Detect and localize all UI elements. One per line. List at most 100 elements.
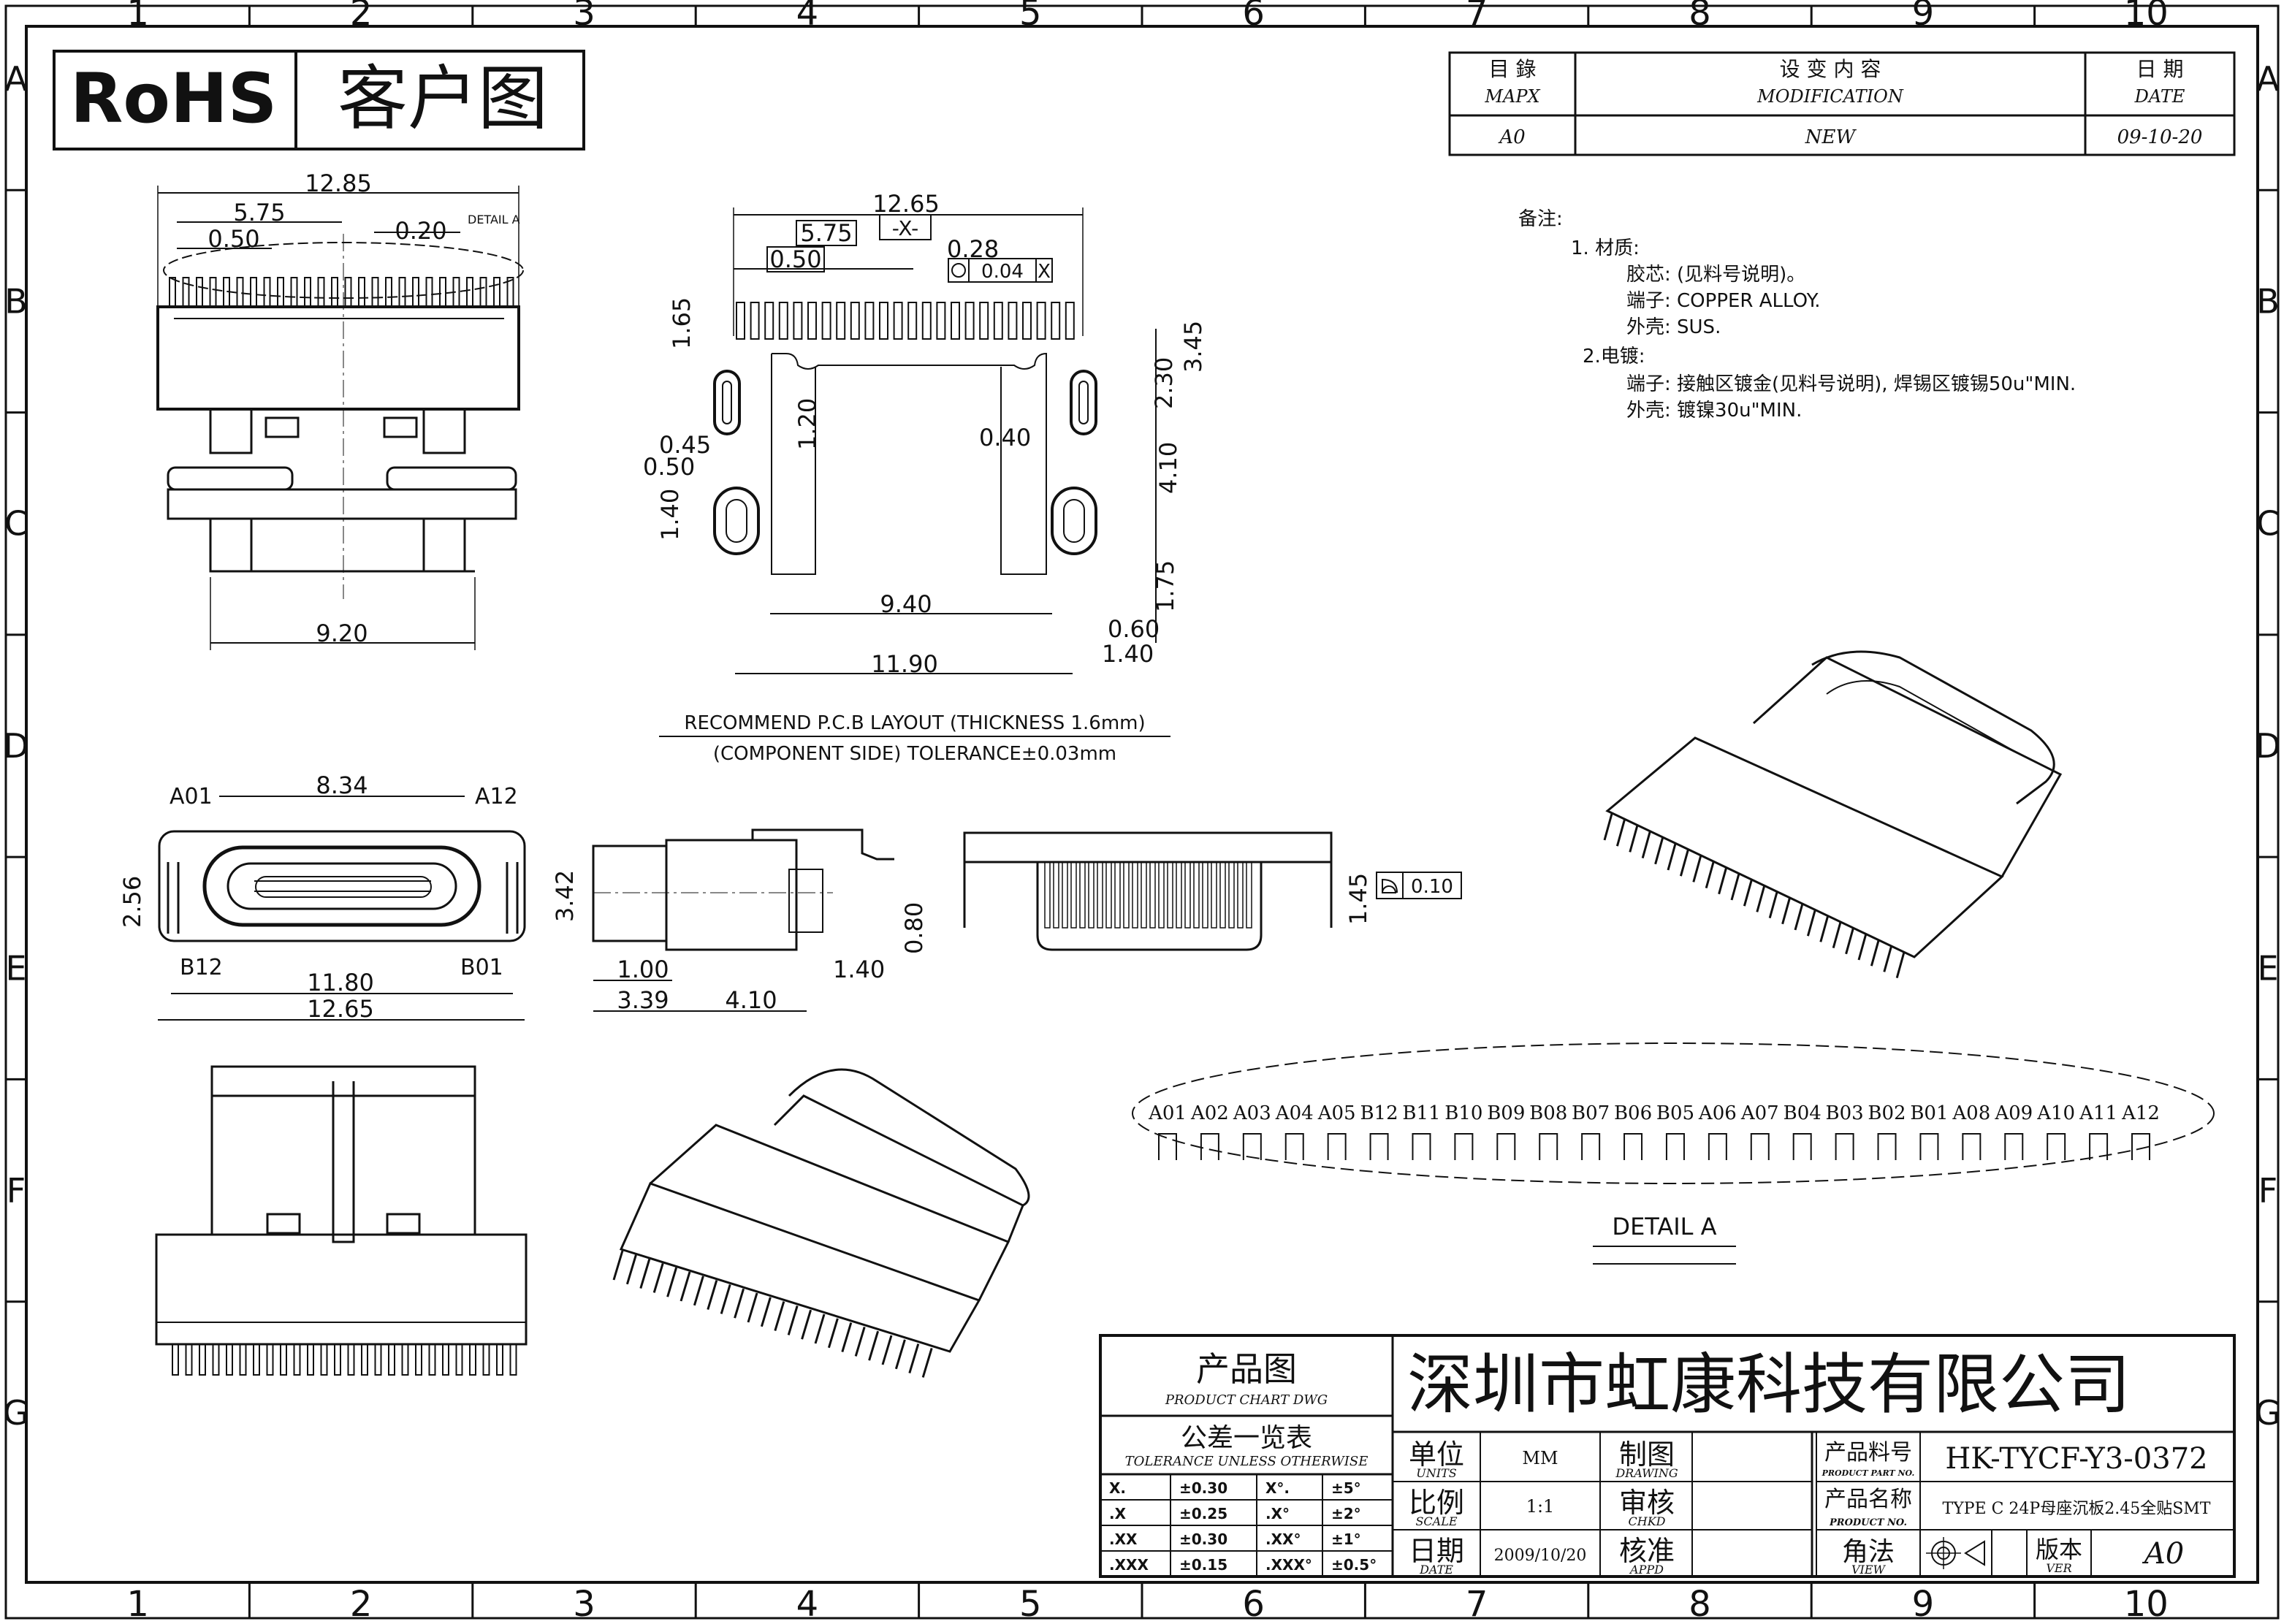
tolerance-cell: ±1° — [1331, 1530, 1361, 1548]
part-no-value: HK-TYCF-Y3-0372 — [1945, 1442, 2207, 1476]
iso-pin — [612, 1250, 624, 1281]
rear-pin — [1062, 861, 1068, 929]
detail-pin-label: B05 — [1656, 1102, 1694, 1124]
iso-pin — [1603, 813, 1613, 841]
dim-3-42: 3.42 — [551, 870, 579, 922]
side-view: 3.42 0.80 1.00 1.40 3.39 4.10 — [551, 828, 928, 1014]
tolerance-cell: .XXX° — [1265, 1556, 1312, 1574]
zone-row-label-right: B — [2256, 281, 2280, 321]
gtol-datum: X — [1038, 261, 1051, 283]
appd-en: APPD — [1629, 1563, 1664, 1577]
detail-pin-outline — [1919, 1133, 1939, 1160]
mapx-header-en: MAPX — [1484, 86, 1540, 107]
dim-5-75: 5.75 — [233, 199, 285, 226]
connector-pin — [253, 1343, 260, 1376]
pcb-outline — [771, 352, 1047, 575]
iso-pin — [1692, 855, 1702, 882]
dim-12-65: 12.65 — [872, 190, 940, 218]
dim-2-30: 2.30 — [1150, 357, 1178, 409]
rear-pin — [1044, 861, 1051, 929]
rear-pin — [1114, 861, 1121, 929]
zone-row-label-right: G — [2255, 1393, 2281, 1433]
smt-pad — [1008, 302, 1018, 340]
note-line-5: 2.电镀: — [1583, 346, 1645, 367]
zone-column-label-top: 8 — [1689, 0, 1711, 34]
connector-pin — [509, 1343, 517, 1376]
iso-pin — [1654, 837, 1664, 865]
rear-pin — [1053, 861, 1059, 929]
iso-pin — [921, 1347, 933, 1378]
iso-pin — [1730, 873, 1740, 901]
detail-pin-outline — [1242, 1133, 1262, 1160]
iso-pin — [1895, 951, 1906, 979]
tolerance-cell: ±5° — [1331, 1479, 1361, 1497]
zone-column-label-bottom: 3 — [573, 1584, 595, 1624]
dim-4-10: 4.10 — [1154, 442, 1182, 494]
note-line-7: 外壳: 镀镍30u"MIN. — [1626, 400, 1802, 422]
rear-view: 1.45 0.10 — [963, 831, 1462, 951]
detail-pin-outline — [1581, 1133, 1601, 1160]
rear-pin — [1088, 861, 1095, 929]
iso-pin — [868, 1330, 880, 1361]
product-name-value: TYPE C 24P母座沉板2.45全贴SMT — [1943, 1500, 2211, 1518]
connector-pin — [307, 1343, 314, 1376]
smt-pad — [936, 302, 946, 340]
tolerance-cell: .X° — [1265, 1505, 1290, 1522]
smt-pad — [850, 302, 860, 340]
tolerance-cn: 公差一览表 — [1181, 1423, 1312, 1453]
iso-pin — [693, 1276, 704, 1306]
rear-view-pins — [1044, 861, 1252, 929]
mapx-value: A0 — [1498, 126, 1525, 148]
connector-pin — [334, 1343, 341, 1376]
zone-row-label-left: G — [3, 1393, 29, 1433]
rear-pin — [1158, 861, 1165, 929]
detail-pin-outline — [1877, 1133, 1897, 1160]
dim-4-10: 4.10 — [725, 986, 777, 1014]
dim-1-40: 1.40 — [656, 489, 684, 541]
title-block: 产品图 PRODUCT CHART DWG 公差一览表 TOLERANCE UN… — [1099, 1334, 2236, 1578]
scale-en: SCALE — [1415, 1514, 1457, 1528]
dim-0-60: 0.60 — [1108, 615, 1160, 643]
smt-pad — [793, 302, 803, 340]
detail-pin-label: B09 — [1487, 1102, 1525, 1124]
rear-pin — [1193, 861, 1200, 929]
smt-pad — [951, 302, 960, 340]
rear-pin — [1070, 861, 1077, 929]
date-header-cn: 日 期 — [2136, 57, 2184, 81]
product-chart-cn: 产品图 — [1196, 1349, 1297, 1389]
datum-x: -X- — [892, 216, 919, 240]
iso-pin — [1883, 945, 1893, 972]
product-chart-en: PRODUCT CHART DWG — [1165, 1392, 1328, 1408]
rear-pin — [1079, 861, 1086, 929]
zone-column-label-top: 6 — [1242, 0, 1265, 34]
iso-pin — [1857, 933, 1868, 961]
smt-pad — [778, 302, 788, 340]
tolerance-cell: ±0.5° — [1331, 1556, 1377, 1574]
isometric-view-2 — [1603, 650, 2063, 979]
iso-pin — [801, 1309, 812, 1340]
iso-pin — [1743, 879, 1753, 907]
smt-pad — [879, 302, 888, 340]
iso-pin — [1806, 909, 1816, 937]
zone-column-label-bottom: 5 — [1019, 1584, 1042, 1624]
tolerance-cell: ±2° — [1331, 1505, 1361, 1522]
dim-1-20: 1.20 — [793, 398, 821, 450]
smt-pad — [964, 302, 975, 340]
detail-pin-label: A05 — [1317, 1102, 1356, 1124]
connector-pin — [388, 1343, 395, 1376]
smt-pad — [1022, 302, 1032, 340]
connector-pin — [469, 1343, 476, 1376]
rear-pin — [1123, 861, 1130, 929]
detail-pin-outline — [1539, 1133, 1558, 1160]
connector-pin — [455, 1343, 463, 1376]
rear-pin — [1202, 861, 1208, 929]
connector-pin — [428, 1343, 436, 1376]
iso-pin — [1641, 831, 1651, 859]
notes-block: 备注: 1. 材质: 胶芯: (见料号说明)。 端子: COPPER ALLOY… — [1518, 208, 2076, 422]
zone-row-label-left: A — [4, 59, 28, 99]
pin-b12-label: B12 — [180, 955, 223, 980]
connector-pin — [482, 1343, 490, 1376]
dim-1-40-b: 1.40 — [1102, 640, 1154, 668]
